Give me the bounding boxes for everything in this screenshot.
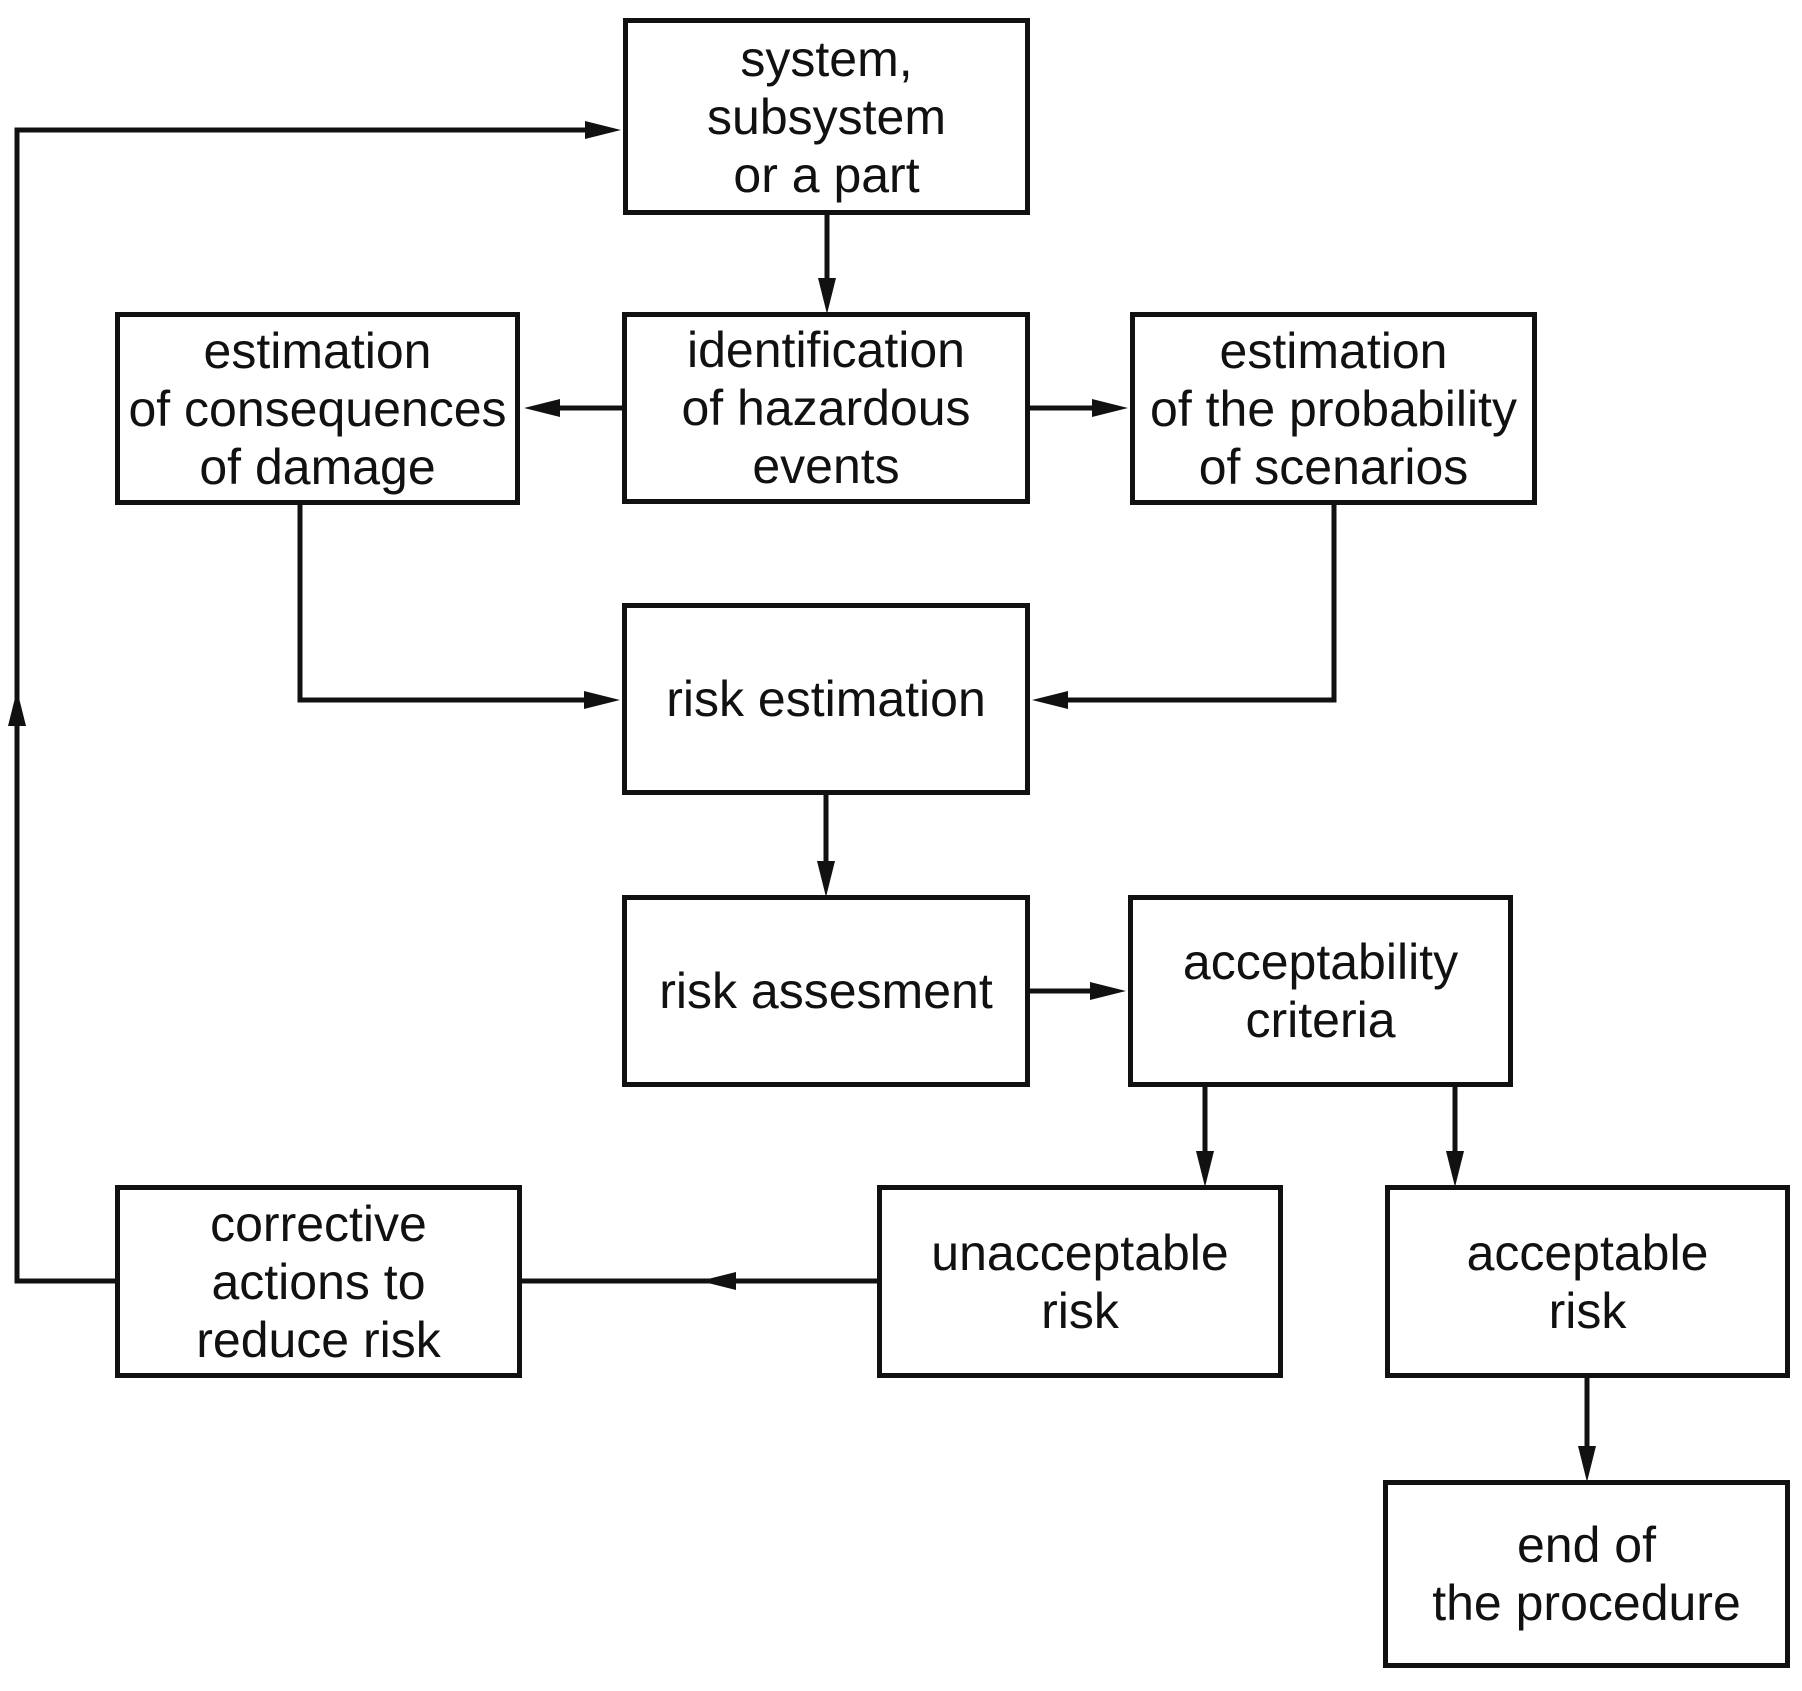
edge-risk-estimation-to-risk-assesment <box>817 795 835 897</box>
edge-corrective-to-system <box>8 121 621 1284</box>
node-acceptability-criteria: acceptability criteria <box>1128 895 1513 1087</box>
node-identification-of-hazardous-events: identification of hazardous events <box>622 312 1030 504</box>
node-system-subsystem-or-part: system, subsystem or a part <box>623 18 1030 215</box>
node-unacceptable-risk: unacceptable risk <box>877 1185 1283 1378</box>
edge-acceptable-to-end <box>1578 1378 1596 1482</box>
node-acceptable-risk: acceptable risk <box>1385 1185 1790 1378</box>
edge-system-to-identification <box>818 215 836 314</box>
edge-unacceptable-to-corrective <box>522 1272 877 1290</box>
edge-probability-to-risk-estimation <box>1032 504 1337 709</box>
node-risk-estimation: risk estimation <box>622 603 1030 795</box>
node-corrective-actions: corrective actions to reduce risk <box>115 1185 522 1378</box>
edge-risk-assesment-to-acceptability <box>1030 982 1126 1000</box>
edge-acceptability-to-unacceptable <box>1196 1087 1214 1187</box>
node-end-of-procedure: end of the procedure <box>1383 1480 1790 1668</box>
edge-acceptability-to-acceptable <box>1446 1087 1464 1187</box>
edge-identification-to-probability <box>1030 399 1128 417</box>
node-estimation-of-consequences: estimation of consequences of damage <box>115 312 520 505</box>
edge-identification-to-consequences <box>524 399 622 417</box>
edge-consequences-to-risk-estimation <box>297 504 620 709</box>
node-estimation-of-probability: estimation of the probability of scenari… <box>1130 312 1537 505</box>
node-risk-assesment: risk assesment <box>622 895 1030 1087</box>
